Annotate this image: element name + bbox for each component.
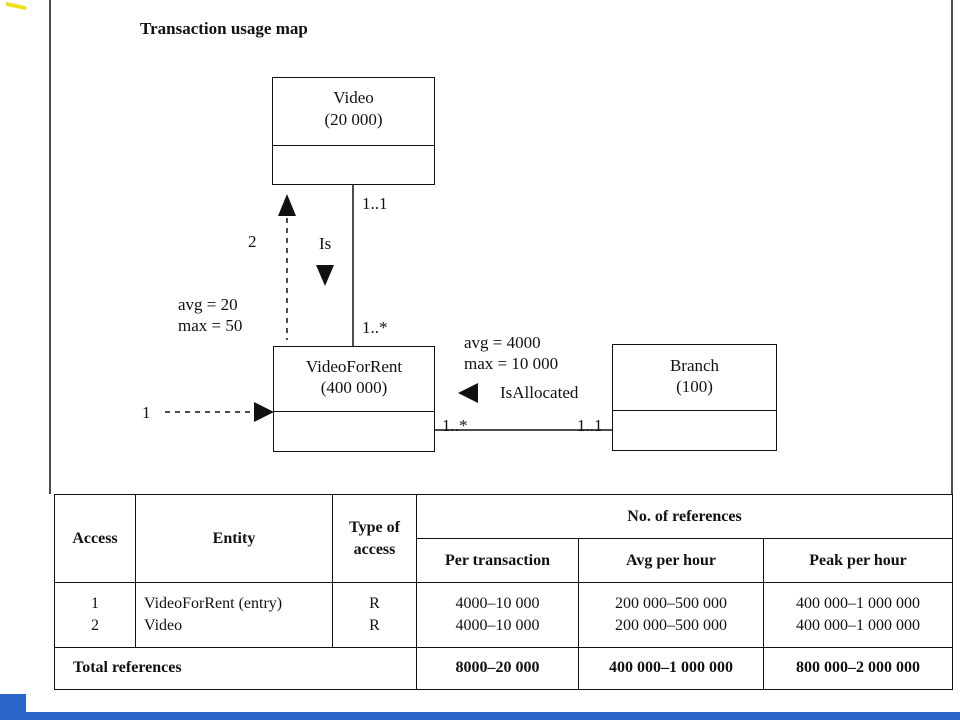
table-body-row: 1 2 VideoForRent (entry) Video R R 4000–… bbox=[54, 582, 954, 648]
access-path-1-number: 1 bbox=[142, 403, 151, 422]
header-type-line1: Type of bbox=[349, 518, 400, 536]
access-path-2-avg: avg = 20 bbox=[178, 295, 238, 314]
cell-avg-per-hour: 200 000–500 000 200 000–500 000 bbox=[578, 582, 764, 648]
access-path-2-max: max = 50 bbox=[178, 316, 243, 335]
cell-avg-per-hour-2: 200 000–500 000 bbox=[615, 617, 727, 635]
is-label: Is bbox=[319, 234, 332, 253]
access-path-1-arrow-right bbox=[254, 402, 274, 422]
entity-branch-header bbox=[613, 345, 776, 411]
cell-type-1: R bbox=[369, 595, 380, 613]
table-header-row-1: Access Entity Type of access No. of refe… bbox=[54, 493, 954, 584]
header-per-transaction: Per transaction bbox=[416, 538, 579, 584]
entity-video-count: (20 000) bbox=[324, 110, 383, 129]
cell-avg-per-hour-1: 200 000–500 000 bbox=[615, 595, 727, 613]
cell-access: 1 2 bbox=[54, 582, 136, 648]
is-mult-top: 1..1 bbox=[362, 194, 388, 213]
cell-per-transaction: 4000–10 000 4000–10 000 bbox=[416, 582, 579, 648]
entity-branch-count: (100) bbox=[676, 377, 713, 396]
total-peak-per-hour: 800 000–2 000 000 bbox=[762, 646, 954, 691]
header-avg-per-hour: Avg per hour bbox=[578, 538, 764, 584]
entity-videoforrent-header bbox=[274, 347, 434, 412]
cell-type: R R bbox=[332, 582, 417, 648]
header-type-line2: access bbox=[353, 540, 396, 558]
bottom-corner-mark bbox=[0, 694, 26, 720]
diagram-title: Transaction usage map bbox=[140, 19, 308, 38]
is-mult-bottom: 1..* bbox=[362, 318, 388, 337]
header-no-of-references: No. of references bbox=[415, 493, 954, 540]
entity-branch-name: Branch bbox=[669, 356, 720, 375]
cell-access-2: 2 bbox=[91, 617, 99, 635]
cell-per-transaction-1: 4000–10 000 bbox=[455, 595, 540, 613]
entity-video: Video (20 000) bbox=[272, 77, 435, 185]
cell-peak-per-hour: 400 000–1 000 000 400 000–1 000 000 bbox=[762, 582, 954, 648]
cell-entity-1: VideoForRent (entry) bbox=[144, 595, 283, 613]
access-path-2-arrow-up bbox=[278, 194, 296, 216]
entity-video-name: Video bbox=[333, 88, 374, 107]
total-avg-per-hour: 400 000–1 000 000 bbox=[578, 646, 764, 691]
total-label: Total references bbox=[54, 646, 417, 691]
entity-videoforrent: VideoForRent (400 000) bbox=[273, 346, 435, 452]
header-peak-per-hour: Peak per hour bbox=[762, 538, 954, 584]
cell-peak-per-hour-2: 400 000–1 000 000 bbox=[796, 617, 920, 635]
bottom-accent-bar bbox=[0, 712, 960, 720]
isallocated-avg: avg = 4000 bbox=[464, 333, 541, 352]
isallocated-label: IsAllocated bbox=[500, 383, 579, 402]
header-type-of-access: Type of access bbox=[332, 493, 417, 584]
isallocated-mult-right: 1..1 bbox=[577, 416, 603, 435]
cell-access-1: 1 bbox=[91, 595, 99, 613]
is-direction-arrow bbox=[316, 265, 334, 286]
header-access: Access bbox=[54, 493, 136, 584]
cell-peak-per-hour-1: 400 000–1 000 000 bbox=[796, 595, 920, 613]
entity-videoforrent-count: (400 000) bbox=[320, 378, 388, 397]
table-total-row: Total references 8000–20 000 400 000–1 0… bbox=[54, 646, 954, 691]
access-path-2-number: 2 bbox=[248, 232, 257, 251]
cell-type-2: R bbox=[369, 617, 380, 635]
total-per-transaction: 8000–20 000 bbox=[416, 646, 579, 691]
isallocated-max: max = 10 000 bbox=[464, 354, 559, 373]
entity-branch: Branch (100) bbox=[612, 344, 777, 451]
entity-videoforrent-name: VideoForRent bbox=[305, 357, 403, 376]
header-entity: Entity bbox=[135, 493, 333, 584]
cell-entity-2: Video bbox=[144, 617, 183, 635]
usage-table: Access Entity Type of access No. of refe… bbox=[54, 493, 954, 691]
cell-per-transaction-2: 4000–10 000 bbox=[455, 617, 540, 635]
isallocated-mult-left: 1..* bbox=[442, 416, 468, 435]
isallocated-direction-arrow bbox=[458, 383, 478, 403]
cell-entity: VideoForRent (entry) Video bbox=[135, 582, 333, 648]
entity-video-header bbox=[273, 78, 434, 146]
